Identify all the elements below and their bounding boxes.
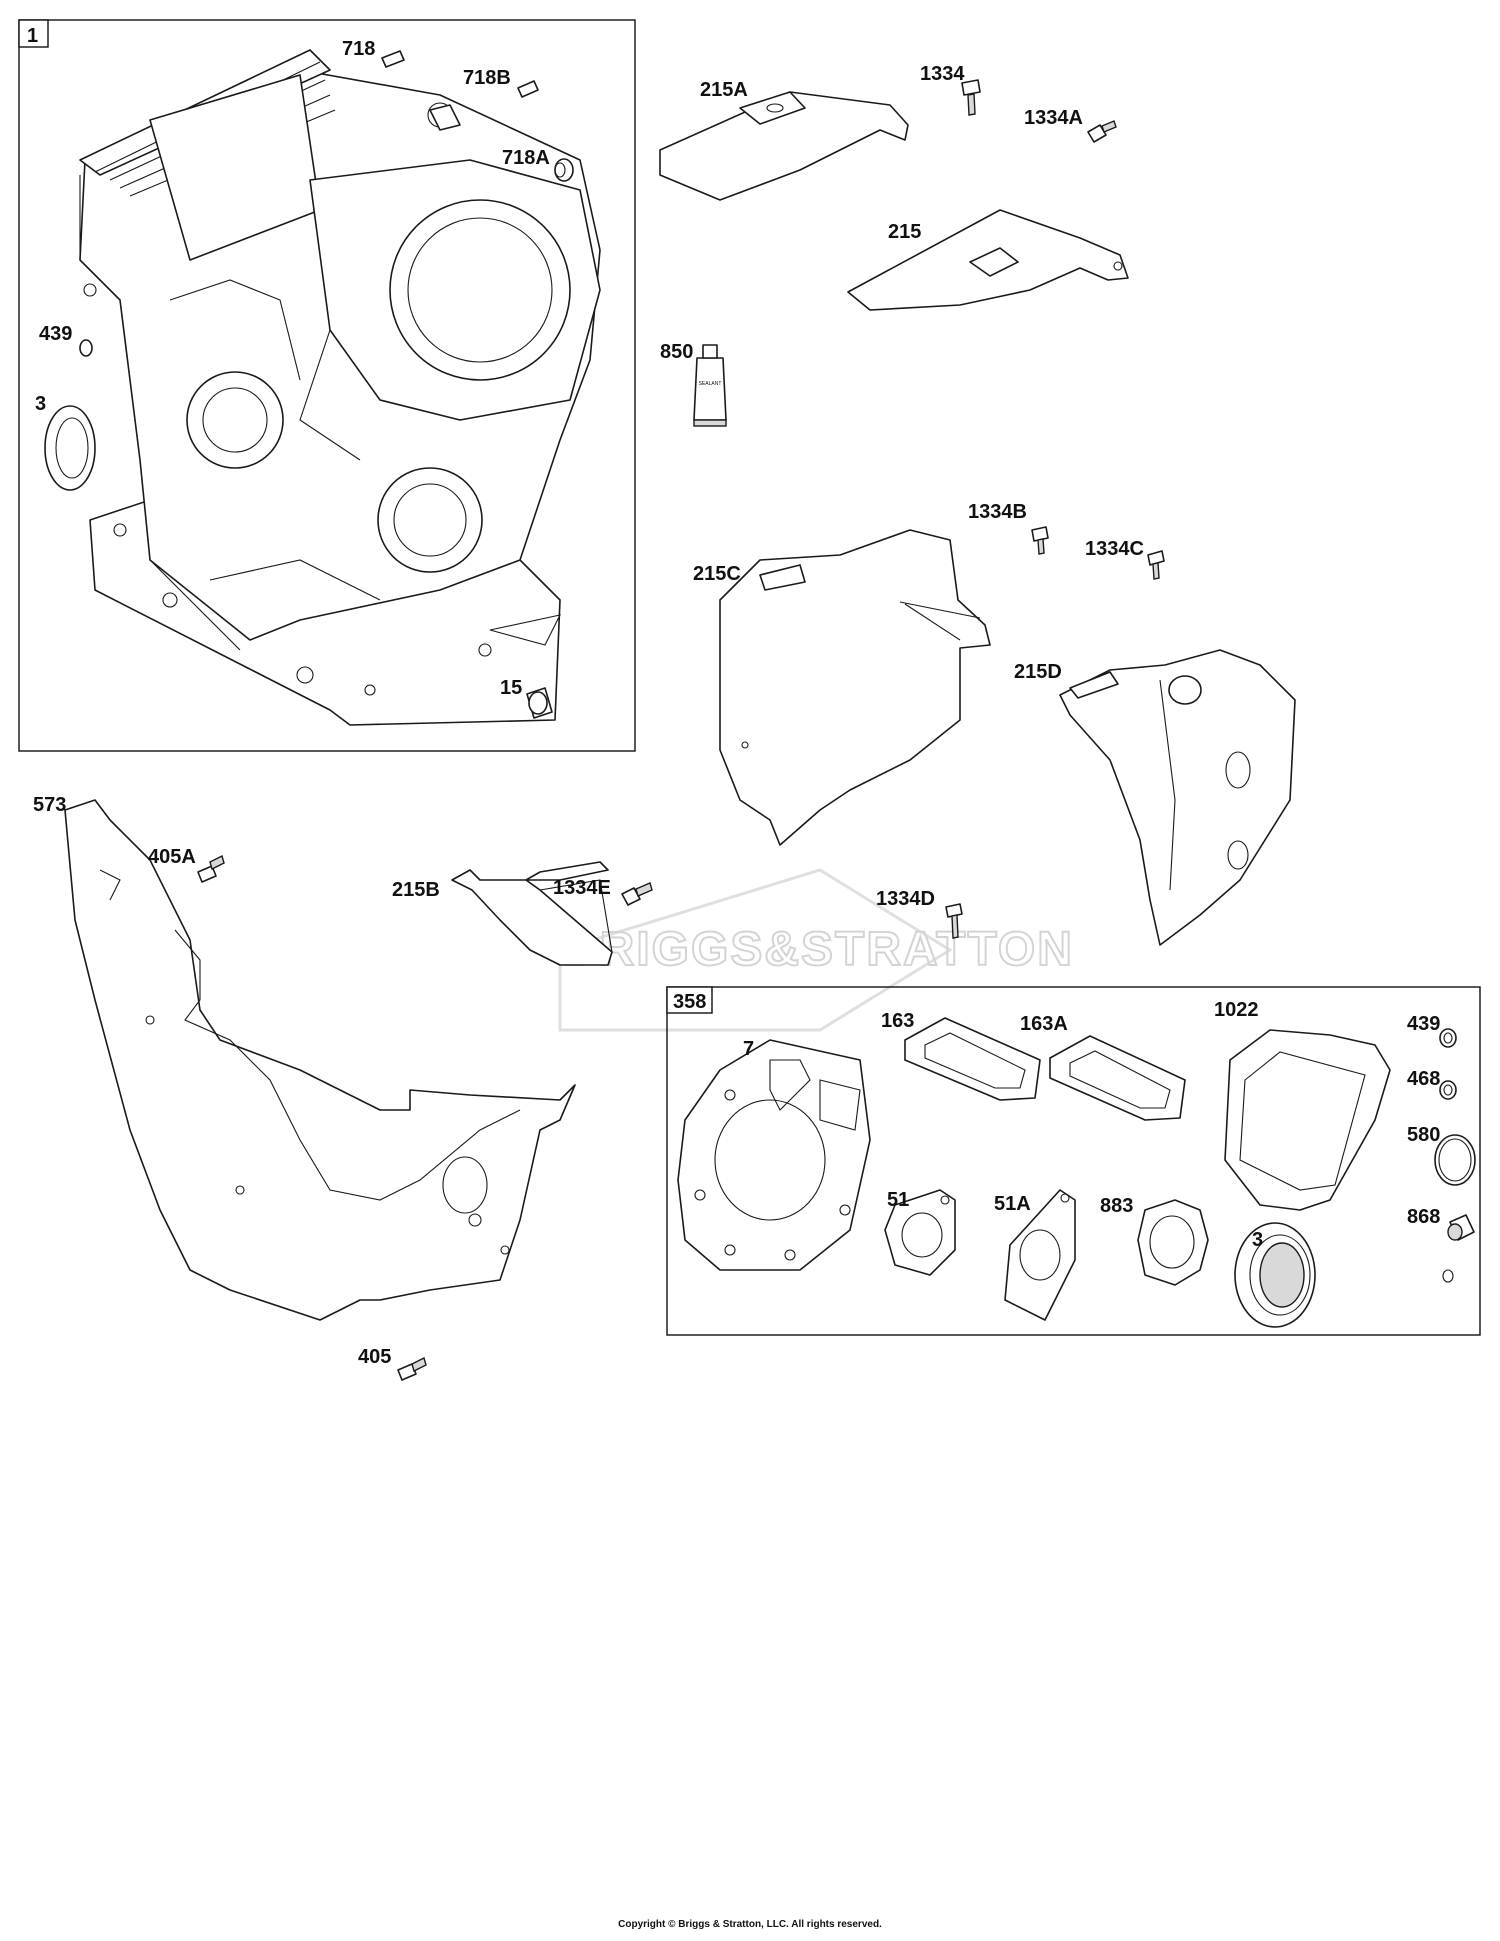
callout-580: 580 — [1407, 1124, 1440, 1146]
part-405A-bolt — [197, 854, 225, 883]
part-1334E-bolt — [621, 882, 653, 906]
callout-15: 15 — [500, 677, 522, 699]
part-718B-dowel — [517, 80, 539, 98]
part-215C-shield — [719, 529, 991, 846]
callout-868: 868 — [1407, 1206, 1440, 1228]
part-15-plug — [526, 687, 553, 719]
part-573-plate — [64, 799, 576, 1321]
callout-215: 215 — [888, 221, 921, 243]
watermark-text: BRIGGS&STRATTON — [563, 923, 1074, 976]
part-439-washer-b — [1439, 1028, 1457, 1048]
box-1-group: 1 — [18, 19, 636, 752]
callout-215D: 215D — [1014, 661, 1062, 683]
part-3-seal — [44, 405, 96, 491]
part-468-washer — [1439, 1080, 1457, 1100]
callout-850: 850 — [660, 341, 693, 363]
callout-1334D: 1334D — [876, 888, 935, 910]
part-1022-gasket — [1224, 1029, 1391, 1211]
part-163-gasket — [904, 1017, 1041, 1101]
part-868-fitting — [1442, 1214, 1475, 1283]
box-358-group: 358 — [666, 986, 1481, 1336]
part-850-sealant-tube: SEALANT — [693, 344, 727, 427]
copyright-text: Copyright © Briggs & Stratton, LLC. All … — [618, 1919, 882, 1930]
callout-215C: 215C — [693, 563, 741, 585]
callout-1334C: 1334C — [1085, 538, 1144, 560]
callout-718: 718 — [342, 38, 375, 60]
callout-405A: 405A — [148, 846, 196, 868]
callout-439-b: 439 — [1407, 1013, 1440, 1035]
part-3-seal-b — [1234, 1222, 1316, 1328]
part-1334A-bolt — [1087, 120, 1117, 143]
callout-3-b: 3 — [1252, 1229, 1263, 1251]
box-358-label: 358 — [673, 991, 706, 1013]
part-580-oring — [1434, 1134, 1476, 1186]
part-163A-gasket — [1049, 1035, 1186, 1121]
callout-163: 163 — [881, 1010, 914, 1032]
part-7-head-gasket — [677, 1039, 871, 1271]
callout-1334B: 1334B — [968, 501, 1027, 523]
part-718-dowel — [381, 50, 405, 68]
part-1334B-bolt — [1031, 526, 1049, 555]
callout-468: 468 — [1407, 1068, 1440, 1090]
callout-718B: 718B — [463, 67, 511, 89]
part-215A-shield — [659, 91, 909, 201]
callout-215A: 215A — [700, 79, 748, 101]
watermark-logo: BRIGGS&STRATTON — [558, 868, 1074, 1032]
callout-573: 573 — [33, 794, 66, 816]
part-1334-bolt — [961, 79, 981, 116]
callout-883: 883 — [1100, 1195, 1133, 1217]
engine-block-image — [79, 49, 601, 726]
callout-1022: 1022 — [1214, 999, 1259, 1021]
part-51A-gasket — [1004, 1189, 1076, 1321]
part-883-gasket — [1137, 1199, 1209, 1286]
part-1334C-bolt — [1147, 550, 1165, 580]
part-718A-bushing — [554, 158, 574, 182]
callout-405: 405 — [358, 1346, 391, 1368]
part-439-washer — [79, 339, 93, 357]
part-1334D-bolt — [945, 903, 963, 939]
box-1-label: 1 — [27, 25, 38, 47]
tube-text: SEALANT — [699, 381, 722, 387]
callout-1334: 1334 — [920, 63, 965, 85]
callout-51A: 51A — [994, 1193, 1031, 1215]
callout-7: 7 — [743, 1038, 754, 1060]
callout-1334A: 1334A — [1024, 107, 1083, 129]
callout-163A: 163A — [1020, 1013, 1068, 1035]
callout-439: 439 — [39, 323, 72, 345]
callout-215B: 215B — [392, 879, 440, 901]
part-215D-shield — [1059, 649, 1296, 946]
part-405-bolt — [397, 1356, 427, 1381]
callout-51: 51 — [887, 1189, 909, 1211]
callout-3: 3 — [35, 393, 46, 415]
part-215B-bracket — [451, 861, 613, 966]
part-215-shield — [847, 209, 1129, 311]
callout-1334E: 1334E — [553, 877, 611, 899]
part-51-gasket — [884, 1189, 956, 1276]
callout-718A: 718A — [502, 147, 550, 169]
